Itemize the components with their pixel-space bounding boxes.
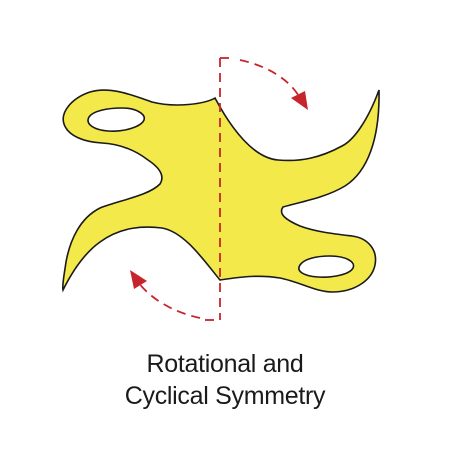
symmetry-diagram [61, 57, 380, 321]
diagram-caption: Rotational and Cyclical Symmetry [0, 348, 450, 412]
arrowhead-bottom-icon [130, 270, 147, 289]
rotation-arrow-bottom [137, 281, 201, 319]
caption-line-1: Rotational and [146, 350, 304, 378]
symmetric-shape [61, 89, 380, 293]
rotation-arrow-top [239, 59, 301, 99]
caption-line-2: Cyclical Symmetry [124, 382, 326, 410]
arrowhead-top-icon [291, 91, 308, 110]
